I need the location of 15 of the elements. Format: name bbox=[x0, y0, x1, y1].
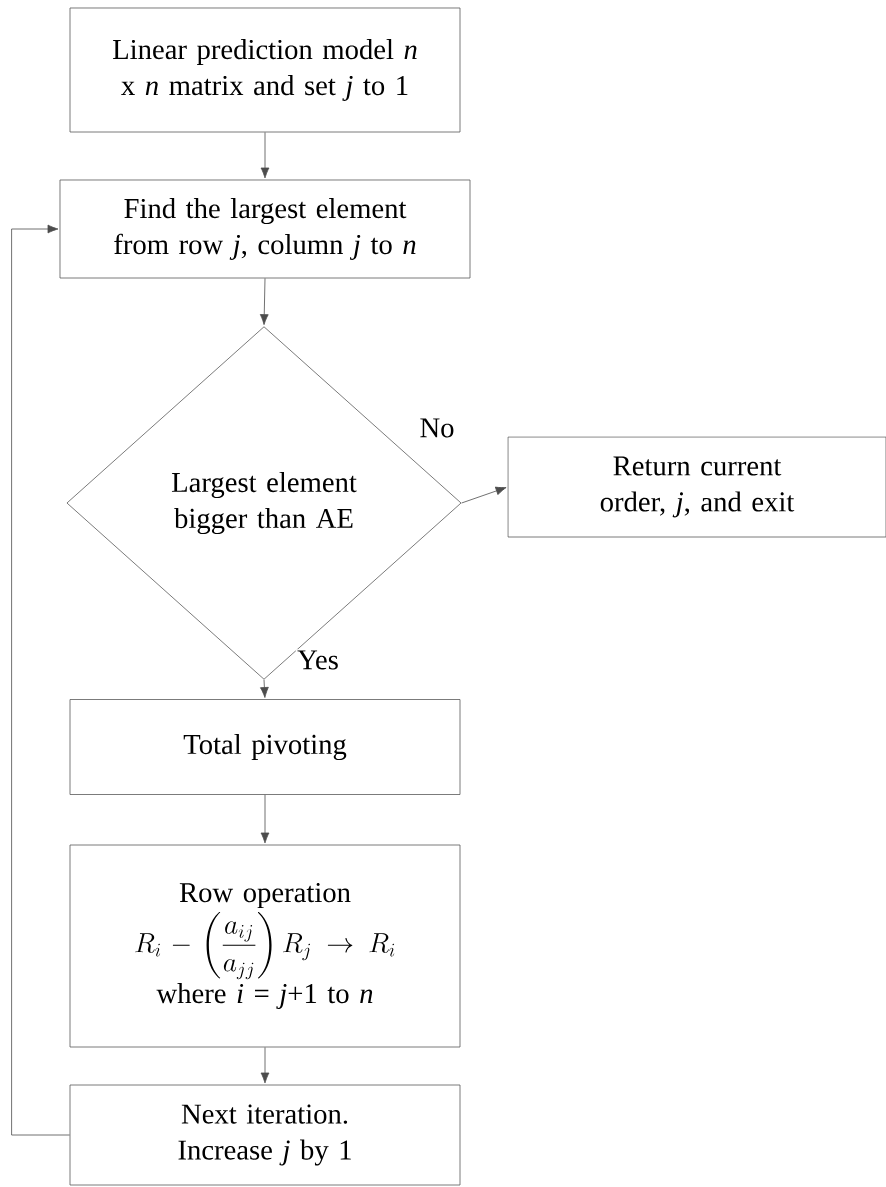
arrow bbox=[259, 278, 269, 325]
arrow bbox=[260, 1047, 270, 1084]
process-box: Return current order, j, and exit bbox=[507, 436, 886, 538]
process-box: Total pivoting bbox=[69, 699, 461, 795]
process-box: Linear prediction model n x n matrix and set j to 1 bbox=[69, 7, 461, 133]
arrow bbox=[260, 794, 270, 844]
arrow bbox=[461, 486, 507, 504]
arrow bbox=[260, 132, 270, 179]
arrow bbox=[11, 224, 70, 1136]
process-box: Next iteration. Increase j by 1 bbox=[69, 1084, 461, 1186]
process-box: Row operation $R_i - \left(\frac{a_{ij}}{a_{jj}}\right) R_j \to R_i$ where i = j+1 to n bbox=[69, 844, 461, 1048]
arrow bbox=[260, 679, 269, 698]
process-box: Find the largest element from row j, column j to n bbox=[59, 179, 471, 279]
edge-label: Yes bbox=[295, 649, 341, 671]
edge-label: No bbox=[418, 417, 456, 439]
